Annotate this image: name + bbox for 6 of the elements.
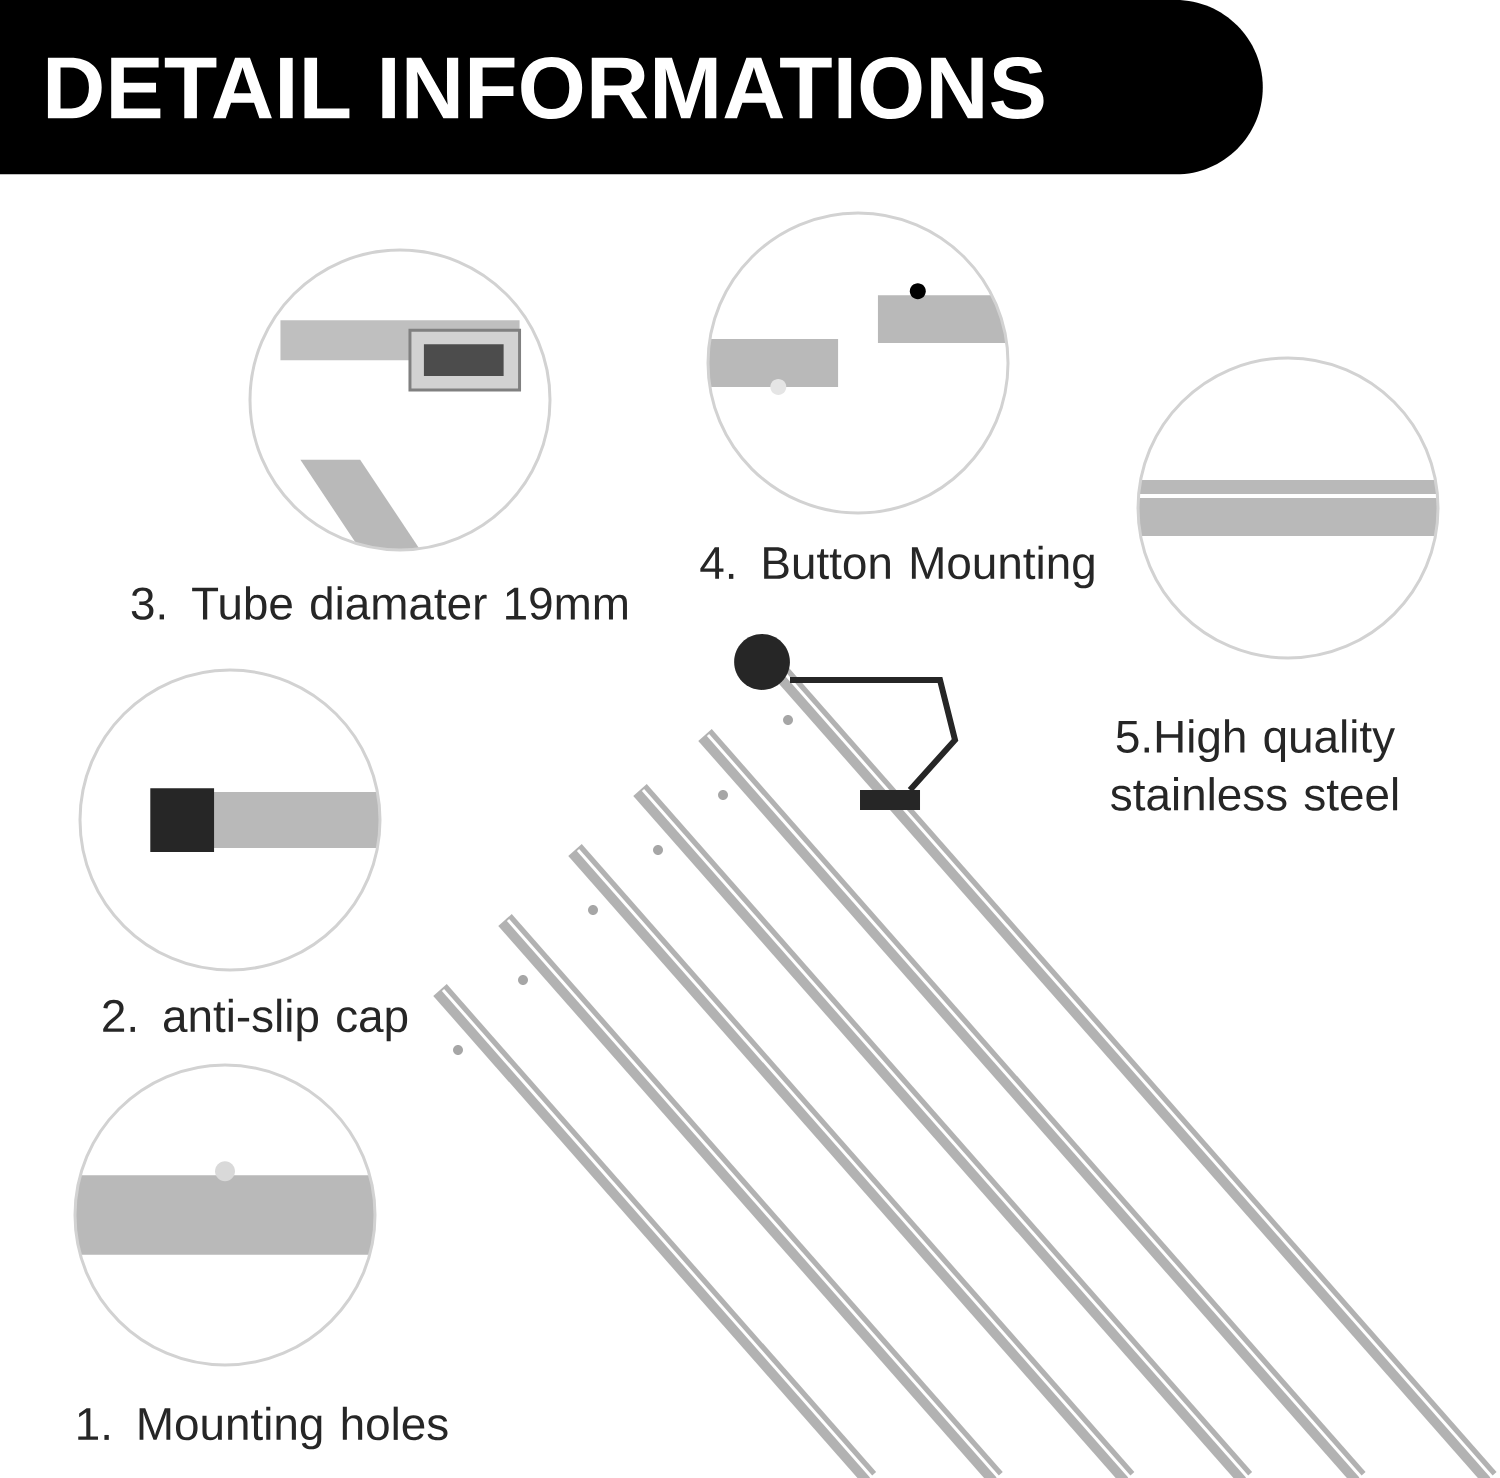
caption: 4. Button Mounting xyxy=(700,545,1094,589)
title-banner: DETAIL INFORMATIONS xyxy=(0,0,1263,175)
caption: 2. anti-slip cap xyxy=(103,998,408,1042)
caption: 5.High quality stainless steel xyxy=(1111,719,1398,811)
caption: 1. Mounting holes xyxy=(78,1406,448,1450)
caption: 3. Tube diamater 19mm xyxy=(131,586,627,620)
